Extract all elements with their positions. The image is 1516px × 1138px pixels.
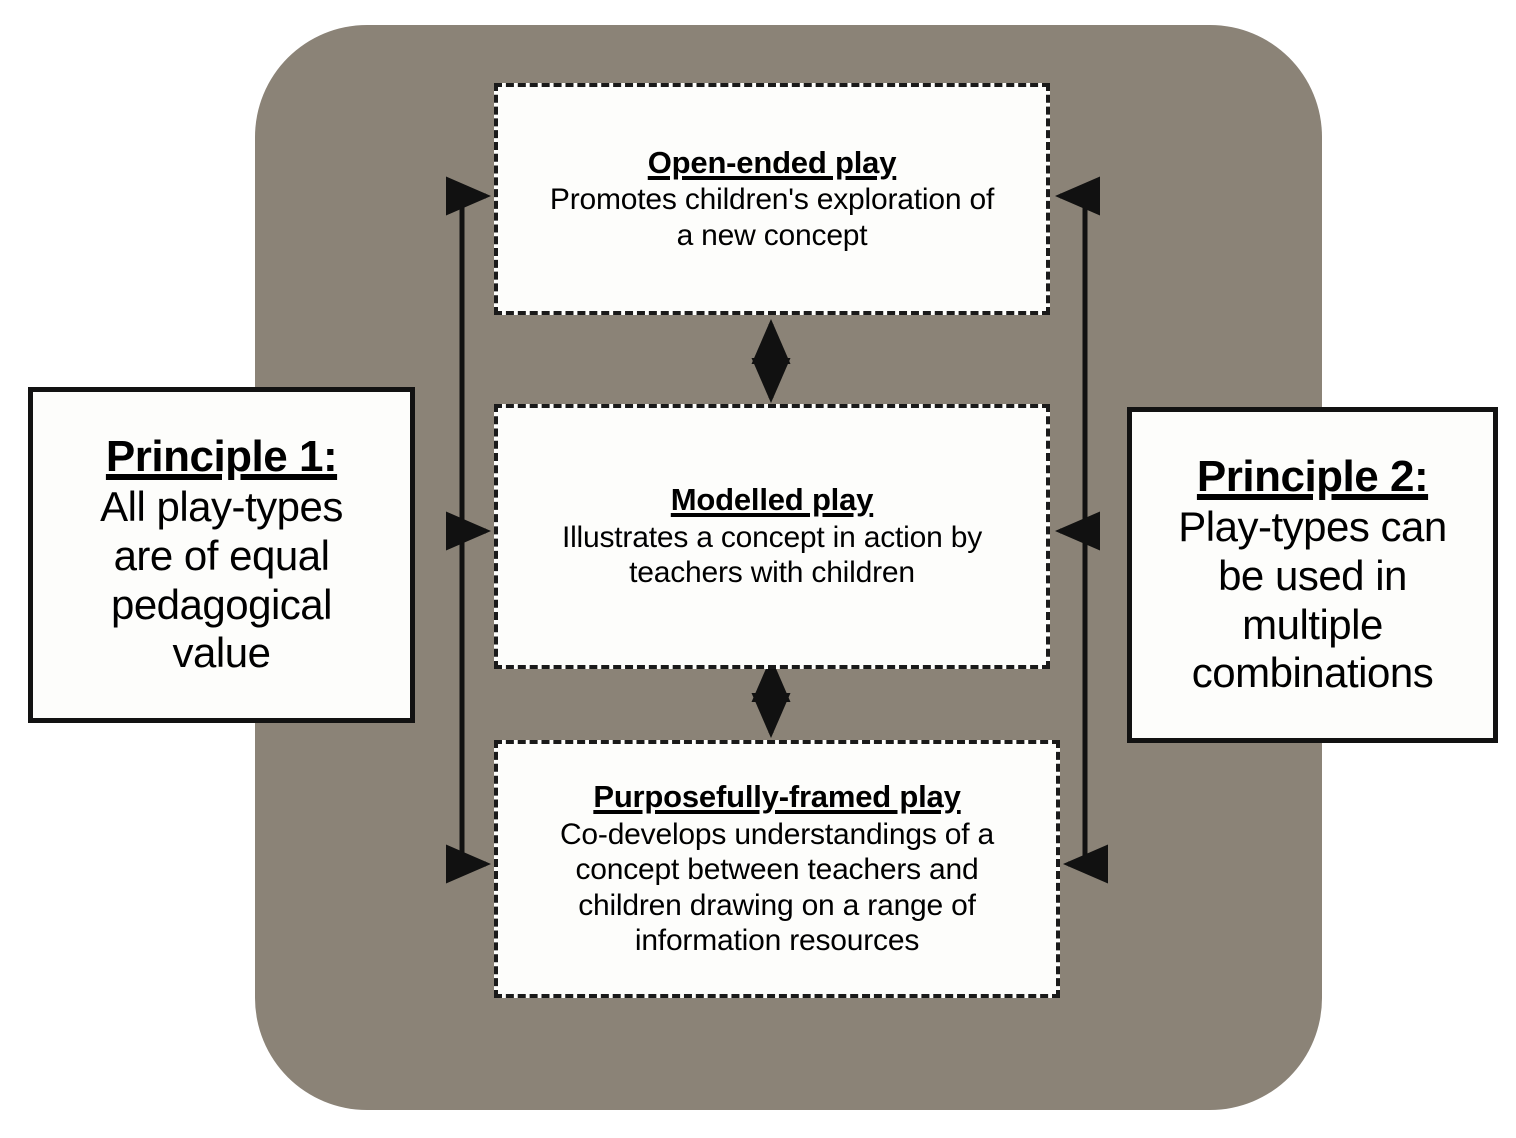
play-type-description: Co-develops understandings of a concept … [559,818,995,958]
play-type-title: Modelled play [670,482,874,518]
play-type-card-open-ended[interactable]: Open-ended play Promotes children's expl… [494,83,1050,315]
play-type-description: Promotes children's exploration of a new… [549,183,995,252]
principle-title: Principle 2: [1196,451,1429,501]
play-type-card-modelled[interactable]: Modelled play Illustrates a concept in a… [494,404,1050,669]
play-type-card-purposefully-framed[interactable]: Purposefully-framed play Co-develops und… [494,740,1060,998]
play-type-title: Open-ended play [647,144,897,180]
principle-title: Principle 1: [105,431,338,481]
principle-card-1[interactable]: Principle 1: All play-types are of equal… [28,387,415,723]
play-type-description: Illustrates a concept in action by teach… [561,520,983,590]
principle-card-2[interactable]: Principle 2: Play-types can be used in m… [1127,407,1498,743]
principle-description: Play-types can be used in multiple combi… [1178,503,1447,697]
play-type-title: Purposefully-framed play [593,779,961,815]
principle-description: All play-types are of equal pedagogical … [100,483,343,677]
